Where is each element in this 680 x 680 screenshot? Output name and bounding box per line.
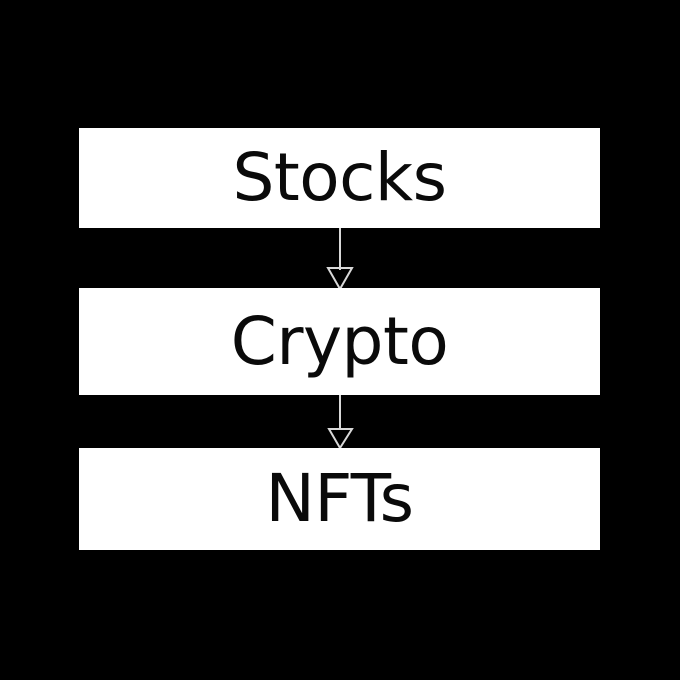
flow-node-label: Stocks xyxy=(232,139,447,216)
edge-crypto-to-nfts xyxy=(327,395,354,450)
edge-stocks-to-crypto xyxy=(326,228,354,292)
flow-node-nfts[interactable]: NFTs xyxy=(79,448,600,550)
arrowhead-icon xyxy=(327,428,354,450)
flow-node-crypto[interactable]: Crypto xyxy=(79,288,600,395)
flow-node-stocks[interactable]: Stocks xyxy=(79,128,600,228)
arrowhead-icon xyxy=(326,267,354,292)
flow-node-label: Crypto xyxy=(230,302,449,380)
flow-node-label: NFTs xyxy=(265,460,414,537)
